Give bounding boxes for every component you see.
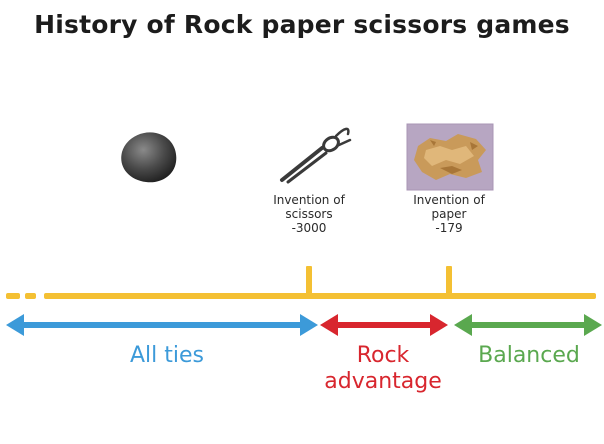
- event-name-2: scissors: [285, 207, 333, 221]
- timeline-axis: [6, 266, 596, 299]
- phase-label-text: Rock: [356, 343, 410, 368]
- event-year: -3000: [291, 221, 327, 235]
- event-year: -179: [435, 221, 463, 235]
- phase-label-rock-advantage: Rock advantage: [318, 343, 448, 395]
- timeline-line: [44, 293, 596, 299]
- event-name: Invention of: [413, 193, 485, 207]
- phase-label-text: All ties: [129, 343, 204, 368]
- event-label-scissors: Invention of scissors -3000: [249, 193, 369, 235]
- event-name: Invention of: [273, 193, 345, 207]
- phase-arrow-rock-advantage: [320, 314, 448, 336]
- paper-icon: [406, 123, 494, 191]
- phase-label-text: Balanced: [478, 343, 580, 368]
- phase-label-text-2: advantage: [324, 369, 442, 394]
- timeline-tick-scissors: [306, 266, 312, 299]
- timeline-dash-1: [6, 293, 20, 299]
- event-name-2: paper: [431, 207, 467, 221]
- timeline-dash-2: [25, 293, 36, 299]
- event-label-paper: Invention of paper -179: [389, 193, 509, 235]
- phase-arrow-all-ties: [6, 314, 318, 336]
- timeline-tick-paper: [446, 266, 452, 299]
- diagram-title: History of Rock paper scissors games: [34, 10, 570, 39]
- scissors-icon: [280, 127, 352, 184]
- rock-icon: [121, 132, 177, 183]
- phase-label-all-ties: All ties: [92, 343, 242, 369]
- phase-arrow-balanced: [454, 314, 602, 336]
- phase-label-balanced: Balanced: [462, 343, 596, 369]
